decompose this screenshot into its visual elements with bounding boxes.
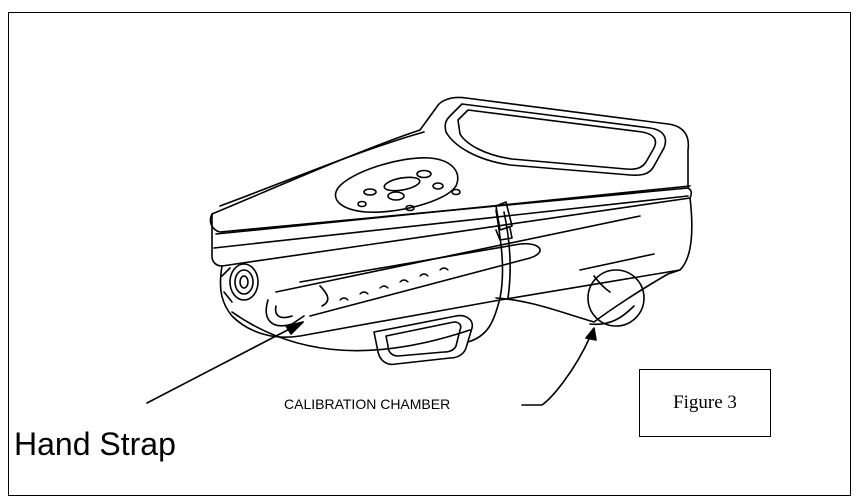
calibration-pointer (521, 336, 591, 406)
figure-frame (8, 12, 851, 496)
strap-recess (299, 242, 541, 317)
hand-strap-arrowhead (285, 321, 304, 335)
key-button (416, 169, 432, 179)
key-button (363, 188, 377, 196)
calibration-arrowhead (585, 327, 597, 341)
hand-strap-label: Hand Strap (14, 426, 176, 462)
device-keypad (334, 157, 459, 214)
device-screen (444, 103, 667, 177)
calibration-chamber-port (587, 269, 645, 327)
strap-handle (373, 314, 474, 366)
key-button (383, 176, 421, 192)
strap-dots (339, 267, 449, 301)
hand-strap-loop (265, 299, 305, 327)
key-button (451, 188, 461, 196)
key-button (387, 191, 405, 201)
hand-strap-pointer (146, 321, 304, 404)
key-button (432, 182, 444, 190)
device-top-face (209, 96, 690, 233)
calibration-chamber-label: CALIBRATION CHAMBER (284, 396, 451, 412)
connector (221, 263, 259, 303)
key-button (405, 204, 415, 212)
figure-caption-box: Figure 3 (639, 369, 771, 437)
calibration-chamber-body (495, 269, 681, 323)
key-button (357, 200, 367, 208)
figure-caption: Figure 3 (673, 392, 737, 413)
